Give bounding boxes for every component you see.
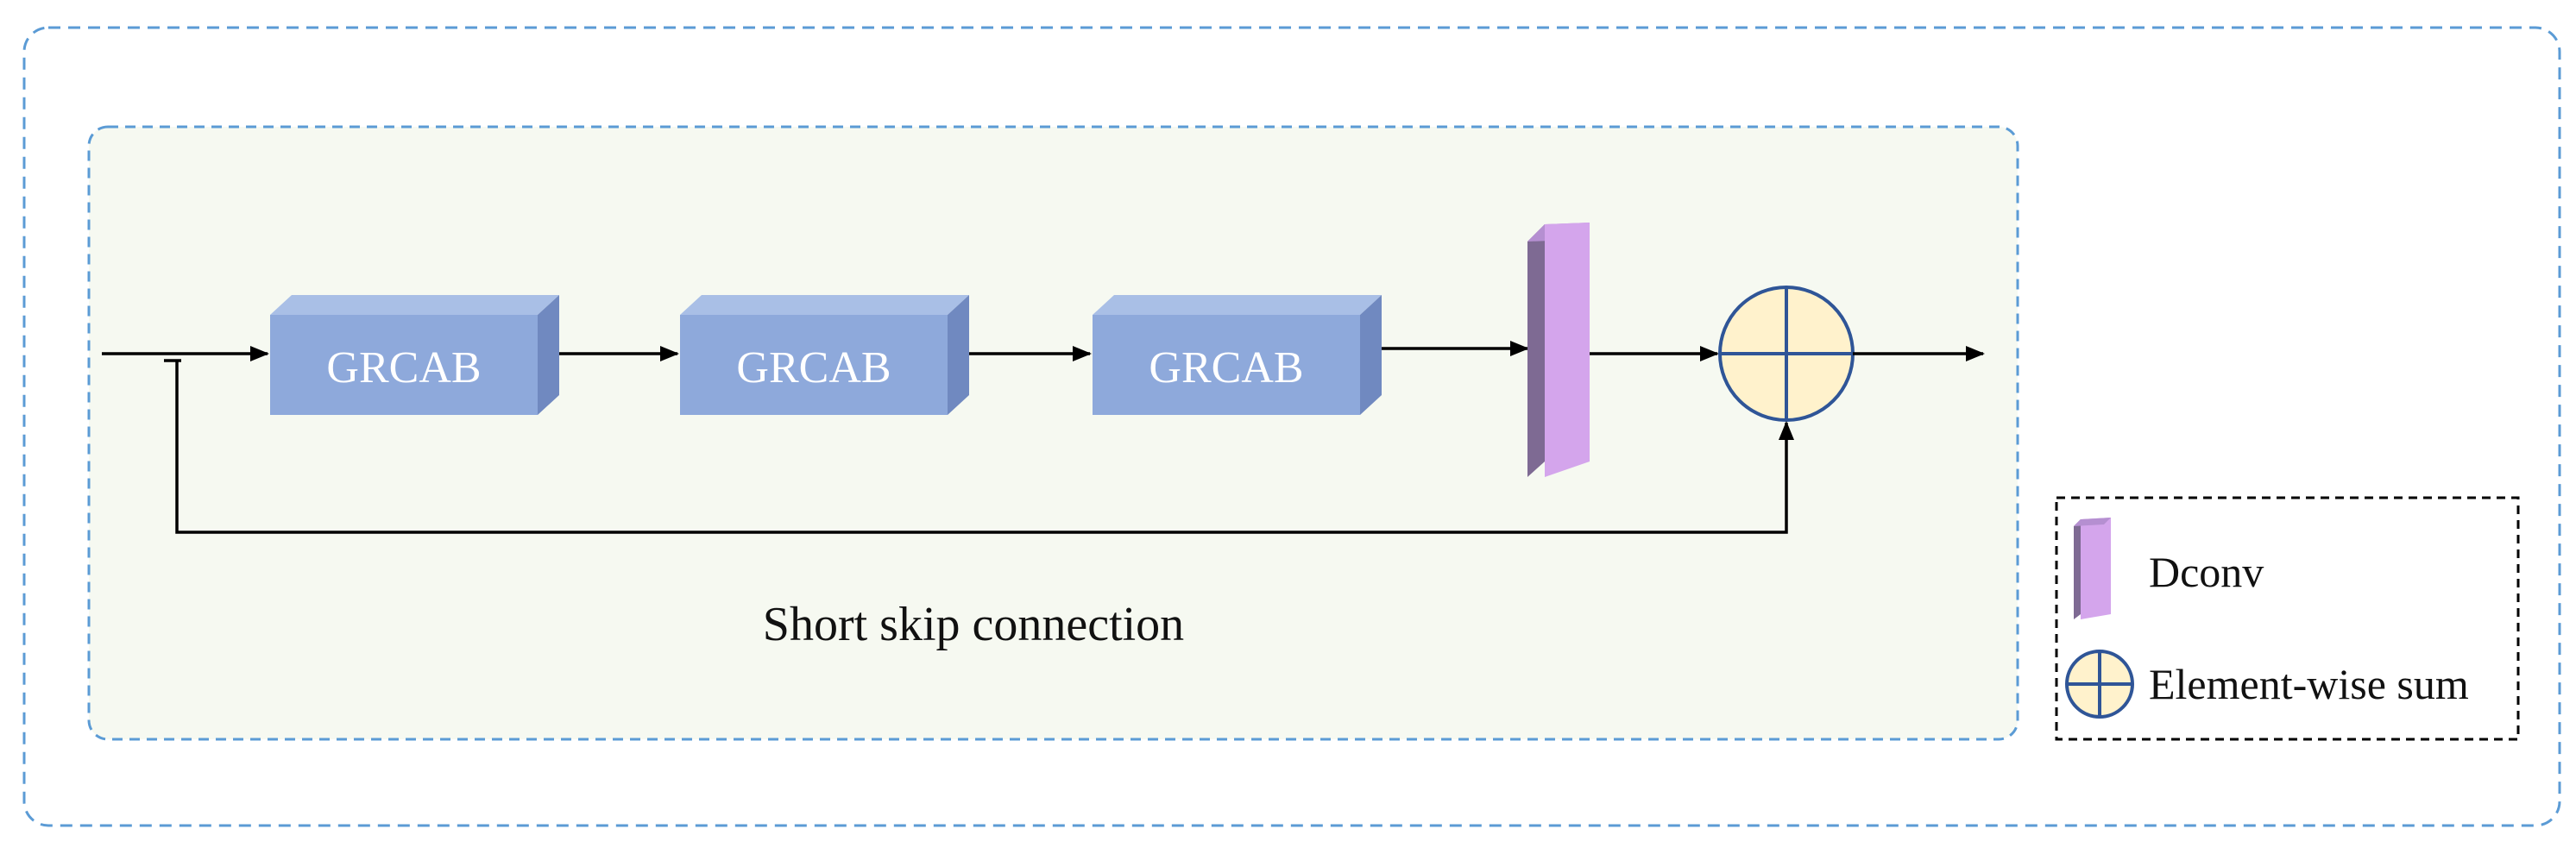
sum-legend-icon xyxy=(2065,650,2134,719)
sum-legend-label: Element-wise sum xyxy=(2149,660,2469,708)
grcab-label-1: GRCAB xyxy=(326,343,481,392)
grcab-block-2: GRCAB xyxy=(680,295,969,415)
grcab-block-1: GRCAB xyxy=(270,295,559,415)
dconv-legend-icon xyxy=(2074,518,2111,619)
grcab-block-3: GRCAB xyxy=(1093,295,1382,415)
outer-frame xyxy=(22,26,2561,827)
dconv-layer xyxy=(1527,223,1590,477)
grcab-label-3: GRCAB xyxy=(1149,343,1303,392)
element-wise-sum-node xyxy=(1718,286,1855,422)
grcab-label-2: GRCAB xyxy=(736,343,891,392)
short-skip-connection xyxy=(175,361,1794,534)
dconv-legend-label: Dconv xyxy=(2149,548,2264,596)
legend-box xyxy=(2055,496,2520,741)
skip-connection-caption: Short skip connection xyxy=(763,598,1184,651)
